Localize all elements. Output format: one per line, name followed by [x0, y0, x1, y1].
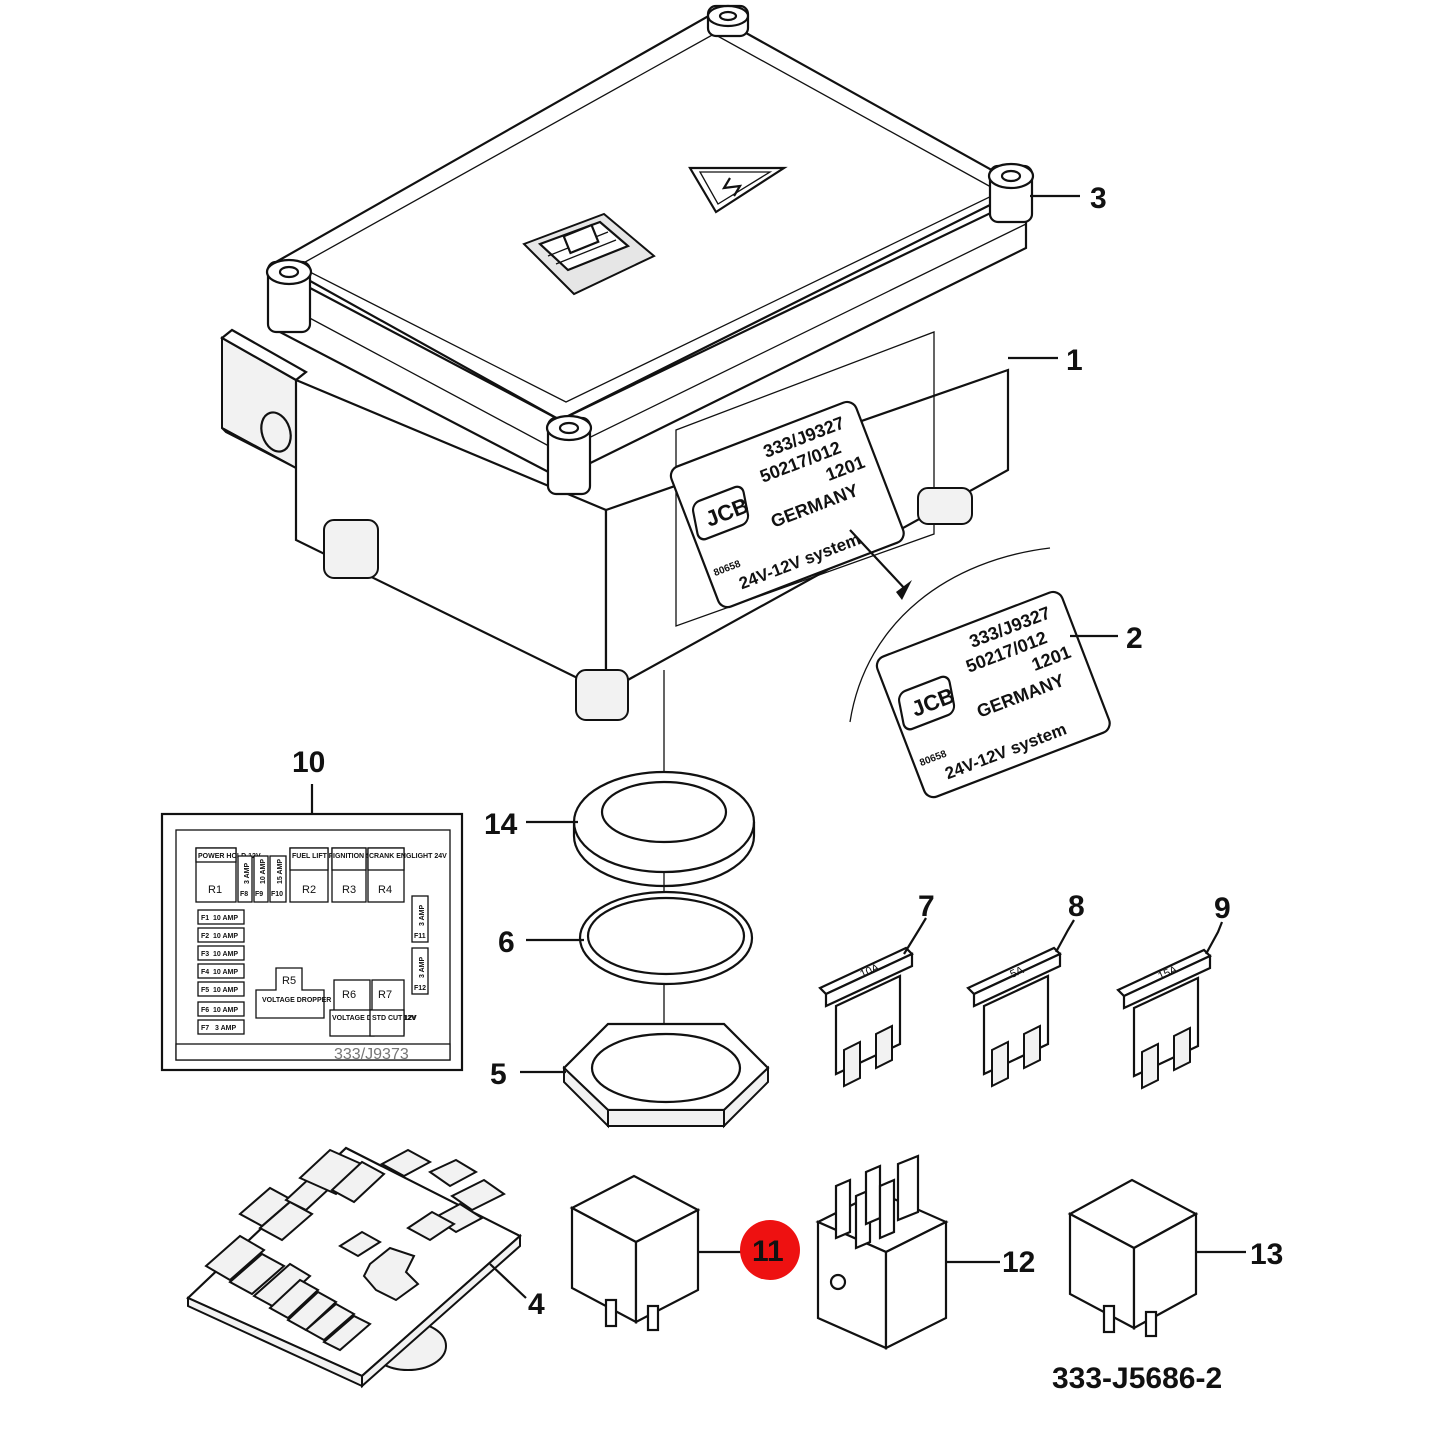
- lid-latch: [522, 212, 656, 296]
- svg-text:3 AMP: 3 AMP: [215, 1025, 236, 1032]
- callout-2: 2: [1126, 622, 1143, 655]
- chart-relay-r4: CRANK ENGLIGHT 24V R4: [367, 847, 447, 903]
- svg-text:FUEL LIFT PUMP 12V: FUEL LIFT PUMP 12V: [292, 853, 364, 860]
- svg-text:10 AMP: 10 AMP: [213, 951, 238, 958]
- lid-screw: [706, 4, 750, 38]
- svg-text:R3: R3: [342, 884, 356, 896]
- svg-text:10 AMP: 10 AMP: [213, 987, 238, 994]
- part-6-o-ring: [578, 890, 754, 986]
- jcb-logo: JCB: [692, 485, 752, 541]
- callout-3: 3: [1090, 182, 1107, 215]
- svg-text:15 AMP: 15 AMP: [277, 859, 284, 884]
- chart-fuse-f6: F6 10 AMP: [197, 1001, 245, 1017]
- svg-text:F8: F8: [240, 891, 248, 898]
- callout-12: 12: [1002, 1246, 1035, 1279]
- svg-text:F7: F7: [201, 1025, 209, 1032]
- chart-fuse-f7: F7 3 AMP: [197, 1019, 245, 1035]
- chart-fuse-f1: F1 10 AMP: [197, 909, 245, 925]
- svg-text:3 AMP: 3 AMP: [244, 863, 251, 884]
- svg-text:F11: F11: [414, 933, 426, 940]
- chart-relay-r3: IGNITION SENSE 24V R3: [331, 847, 405, 903]
- callout-13: 13: [1250, 1238, 1283, 1271]
- chart-small-fuse-f10: F10 15 AMP: [269, 855, 287, 903]
- part-5-hex-nut: [562, 1022, 770, 1129]
- part-8-fuse: 5A: [966, 946, 1062, 1088]
- chart-fuse-f5: F5 10 AMP: [197, 981, 245, 997]
- svg-text:R4: R4: [378, 884, 392, 896]
- svg-text:R6: R6: [342, 989, 356, 1001]
- lid-screw: [987, 162, 1035, 224]
- drawing-number: 333-J5686-2: [1052, 1362, 1222, 1395]
- part-12-relay-terminals: [815, 1154, 949, 1350]
- svg-text:10 AMP: 10 AMP: [213, 1007, 238, 1014]
- jcb-logo: JCB: [898, 675, 958, 731]
- callout-1: 1: [1066, 344, 1083, 377]
- callout-10: 10: [292, 746, 325, 779]
- chart-small-fuse-f8: F8 3 AMP: [237, 855, 253, 903]
- svg-text:10 AMP: 10 AMP: [260, 859, 267, 884]
- callout-9: 9: [1214, 892, 1231, 925]
- svg-text:3 AMP: 3 AMP: [419, 905, 426, 926]
- leader-lines: [489, 194, 1246, 1299]
- part-4-circuit-board: [186, 1146, 522, 1389]
- svg-text:F12: F12: [414, 985, 426, 992]
- chart-fuse-f2: F2 10 AMP: [197, 927, 245, 943]
- chart-part-no: 333/J9373: [334, 1046, 409, 1063]
- callout-highlight-marker: [740, 1220, 800, 1280]
- svg-text:F10: F10: [271, 891, 283, 898]
- callout-14: 14: [484, 808, 518, 841]
- part-11-relay: [569, 1174, 701, 1332]
- svg-text:F6: F6: [201, 1007, 209, 1014]
- zoom-arrowhead: [896, 580, 912, 600]
- part-13-relay: [1067, 1178, 1199, 1338]
- svg-text:3 AMP: 3 AMP: [419, 957, 426, 978]
- svg-text:VOLTAGE DROPPER 24V: VOLTAGE DROPPER 24V: [262, 997, 346, 1004]
- fuse-rating-label: 5A: [1008, 964, 1026, 981]
- zoom-arrow-line: [849, 529, 907, 591]
- svg-text:R5: R5: [282, 975, 296, 987]
- callout-8: 8: [1068, 890, 1085, 923]
- chart-fuse-f4: F4 10 AMP: [197, 963, 245, 979]
- svg-text:10 AMP: 10 AMP: [213, 933, 238, 940]
- warning-triangle-icon: [688, 166, 788, 214]
- svg-text:POWER HOLD 12V: POWER HOLD 12V: [198, 853, 261, 860]
- lid-screw: [265, 258, 313, 334]
- svg-text:F1: F1: [201, 915, 209, 922]
- lid-screw: [545, 414, 593, 496]
- svg-text:R7: R7: [378, 989, 392, 1001]
- callout-4: 4: [528, 1288, 545, 1321]
- part-9-fuse: 15A: [1116, 948, 1212, 1090]
- chart-fuse-f11: F11 3 AMP: [411, 895, 429, 943]
- svg-text:10 AMP: 10 AMP: [213, 915, 238, 922]
- chart-relay-r5: R5 VOLTAGE DROPPER 24V: [255, 967, 346, 1019]
- callout-numbers: 3 1 2 10 14 6 5 7 8 9 4 11 12 13: [292, 182, 1283, 1321]
- svg-text:R2: R2: [302, 884, 316, 896]
- svg-text:STD CUT 12V: STD CUT 12V: [372, 1015, 417, 1022]
- part-2-label-decal: JCB 333/J9327 50217/012 1201 GERMANY 806…: [849, 547, 1111, 799]
- chart-small-fuse-f9: F9 10 AMP: [253, 855, 269, 903]
- callout-7: 7: [918, 890, 935, 923]
- chart-relay-r2: FUEL LIFT PUMP 12V R2: [289, 847, 364, 903]
- part-1-control-module: [220, 4, 1035, 721]
- chart-relay-r1: POWER HOLD 12V R1: [195, 847, 261, 903]
- svg-text:R1: R1: [208, 884, 222, 896]
- chart-relay-r7: R7 STD CUT 12V: [369, 979, 417, 1037]
- part-14-gasket: [572, 770, 756, 888]
- svg-text:CRANK ENGLIGHT 24V: CRANK ENGLIGHT 24V: [369, 853, 447, 860]
- callout-6: 6: [498, 926, 515, 959]
- svg-text:F5: F5: [201, 987, 209, 994]
- svg-text:10 AMP: 10 AMP: [213, 969, 238, 976]
- svg-text:F3: F3: [201, 951, 209, 958]
- part-10-fuse-chart: POWER HOLD 12V R1 F8 3 AMP F9 10 AMP F10…: [160, 784, 464, 1072]
- svg-text:F4: F4: [201, 969, 209, 976]
- svg-text:F2: F2: [201, 933, 209, 940]
- chart-fuse-f12: F12 3 AMP: [411, 947, 429, 995]
- callout-11: 11: [752, 1235, 784, 1268]
- svg-text:F9: F9: [255, 891, 263, 898]
- part-7-fuse: 10A: [818, 946, 914, 1088]
- module-label-plate: JCB 333/J9327 50217/012 1201 GERMANY 806…: [669, 400, 905, 609]
- chart-fuse-f3: F3 10 AMP: [197, 945, 245, 961]
- callout-5: 5: [490, 1058, 507, 1091]
